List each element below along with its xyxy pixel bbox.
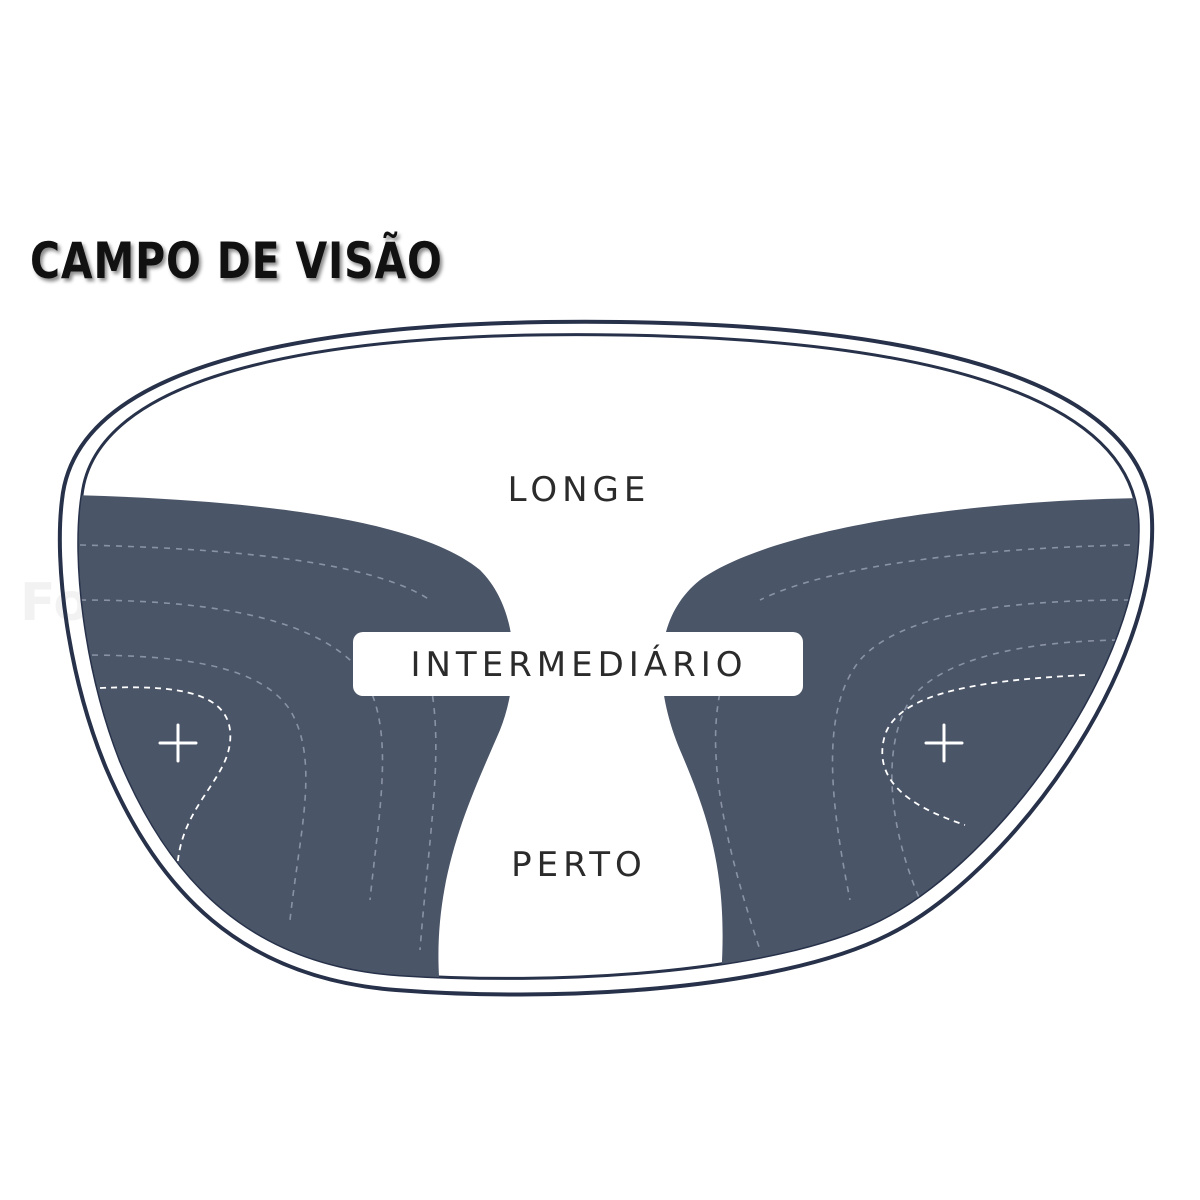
right-distortion-zone xyxy=(661,498,1139,979)
zone-label-near: PERTO xyxy=(511,845,647,885)
plus-icon xyxy=(924,723,964,763)
right-inner-dashed-contour xyxy=(881,674,1086,826)
zone-label-intermediate: INTERMEDIÁRIO xyxy=(410,644,747,685)
page-title: CAMPO DE VISÃO xyxy=(30,232,443,290)
intermediate-label-box xyxy=(353,632,803,696)
lens-outer-outline xyxy=(57,319,1155,997)
right-contour-lines xyxy=(714,544,1131,951)
left-contour-lines xyxy=(79,544,437,951)
plus-icon xyxy=(158,723,198,763)
zone-label-far: LONGE xyxy=(508,470,651,510)
